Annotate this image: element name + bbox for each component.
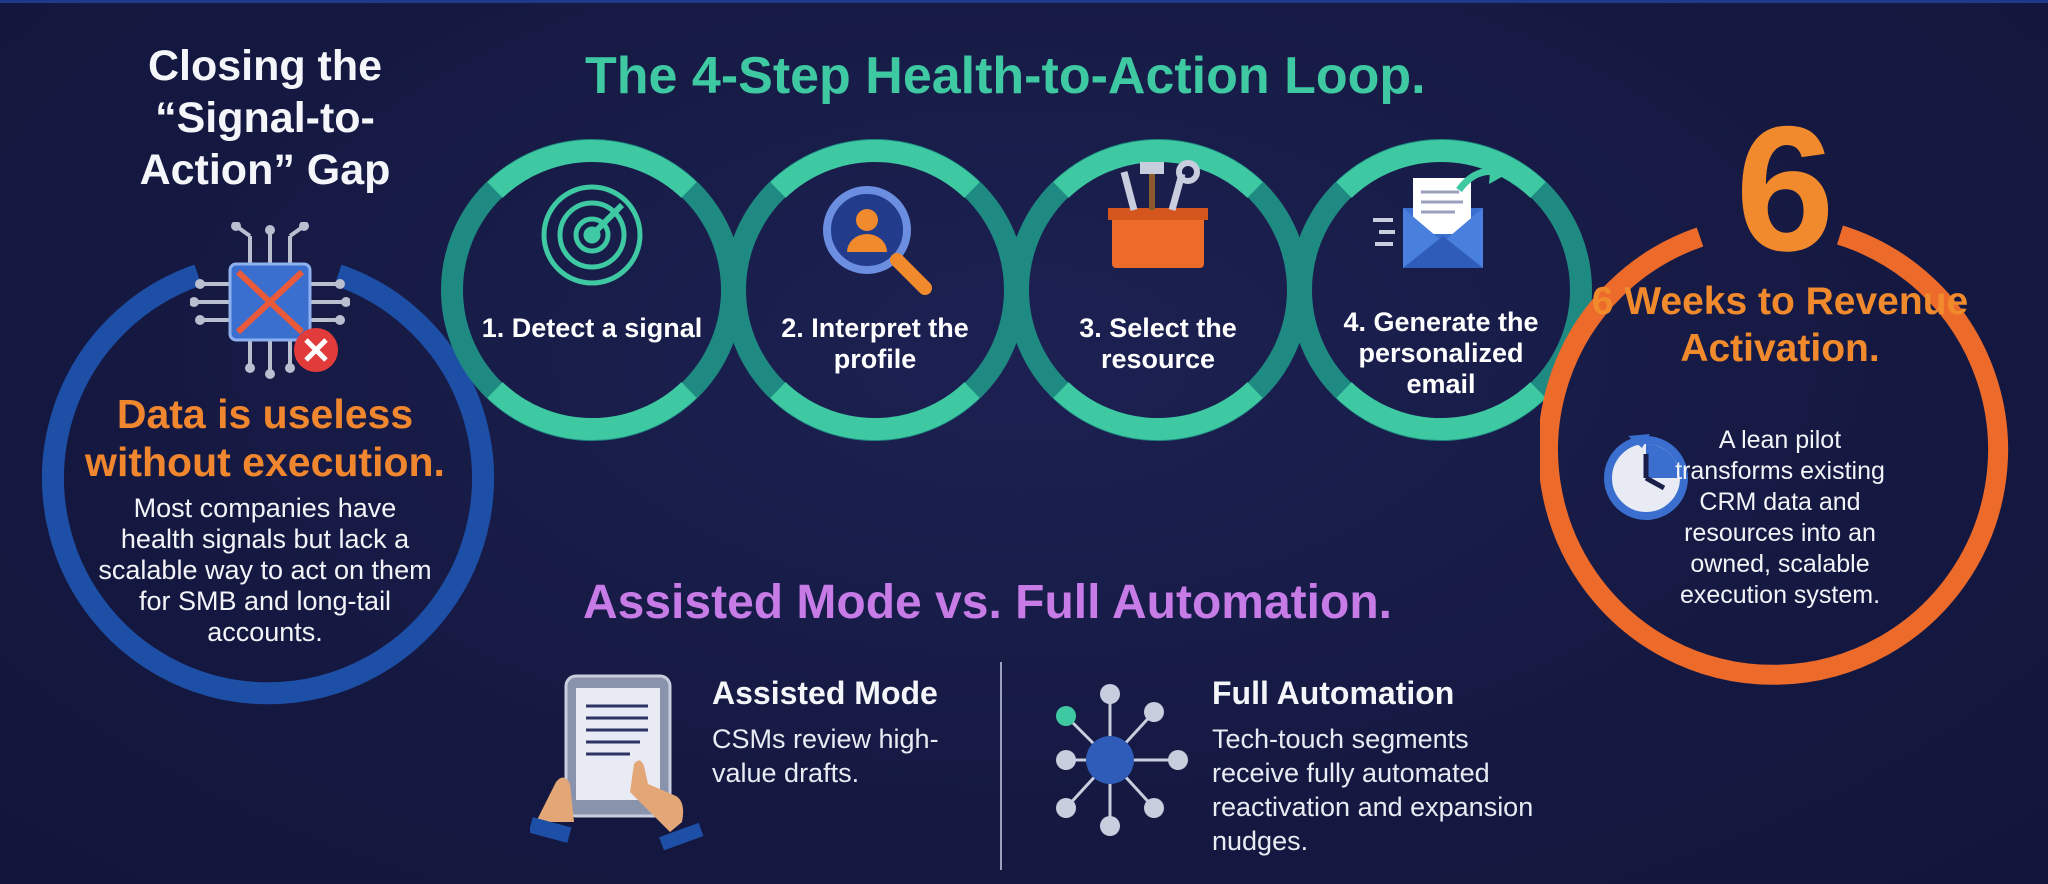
step-label-4: 4. Generate the personalized email <box>1343 307 1539 399</box>
right-panel-heading: 6 Weeks to Revenue Activation. <box>1591 280 1969 370</box>
step-rings <box>441 139 1592 441</box>
clock-icon <box>1604 434 1688 520</box>
step-ring-3 <box>1007 139 1309 441</box>
step-label-2: 2. Interpret the profile <box>781 313 969 374</box>
top-accent-line <box>0 0 2048 3</box>
assisted-heading: Assisted Mode <box>712 675 938 711</box>
tablet-hands-icon <box>530 674 704 851</box>
full-automation-heading: Full Automation <box>1212 675 1455 711</box>
step-ring-1 <box>441 139 743 441</box>
modes-title: Assisted Mode vs. Full Automation. <box>583 576 1392 629</box>
big-number: 6 <box>1735 89 1835 288</box>
left-ring <box>42 264 494 705</box>
magnifier-user-icon <box>823 186 932 295</box>
left-panel-body: Most companies have health signals but l… <box>98 493 432 647</box>
assisted-body: CSMs review high-value drafts. <box>712 724 939 788</box>
radar-icon <box>541 184 643 286</box>
network-hub-icon <box>1056 684 1188 836</box>
modes-divider <box>1000 662 1002 870</box>
email-send-icon <box>1373 160 1507 268</box>
toolbox-icon <box>1108 160 1208 268</box>
full-automation-body: Tech-touch segments receive fully automa… <box>1212 724 1534 856</box>
left-panel-heading: Data is useless without execution. <box>85 391 445 485</box>
broken-chip-icon <box>190 222 350 379</box>
loop-title: The 4-Step Health-to-Action Loop. <box>585 47 1426 105</box>
right-ring <box>1540 225 2009 685</box>
right-panel-body: A lean pilot transforms existing CRM dat… <box>1675 426 1885 609</box>
step-label-3: 3. Select the resource <box>1079 313 1237 374</box>
left-panel-title: Closing the “Signal-to-Action” Gap <box>139 42 391 194</box>
step-label-1: 1. Detect a signal <box>481 313 703 343</box>
